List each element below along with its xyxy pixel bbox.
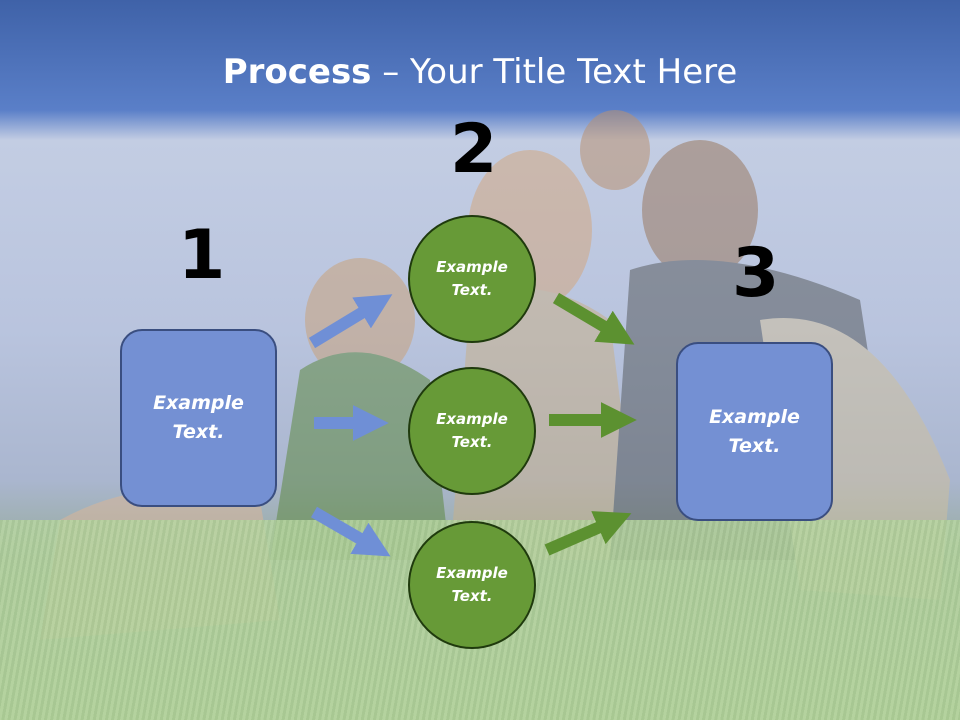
step-2-item-1-label: Example Text. xyxy=(436,258,508,299)
step-1-box: Example Text. xyxy=(120,329,277,507)
step-2-circle-top: Example Text. xyxy=(408,215,536,343)
step-2-number: 2 xyxy=(450,110,498,189)
step-1-number: 1 xyxy=(178,216,226,295)
green-arrow-up xyxy=(552,292,635,345)
step-3-label: Example Text. xyxy=(709,405,800,457)
blue-arrow-down xyxy=(310,506,391,557)
step-3-number: 3 xyxy=(732,234,780,313)
green-arrow-down xyxy=(544,511,632,556)
slide-title: Process – Your Title Text Here xyxy=(0,52,960,92)
step-2-circle-middle: Example Text. xyxy=(408,367,536,495)
step-2-item-3-label: Example Text. xyxy=(436,564,508,605)
step-1-label: Example Text. xyxy=(153,392,244,443)
title-rest: – Your Title Text Here xyxy=(371,52,738,92)
step-3-box: Example Text. xyxy=(676,342,833,521)
step-2-item-2-label: Example Text. xyxy=(436,410,508,451)
step-2-circle-bottom: Example Text. xyxy=(408,521,536,649)
title-bold: Process xyxy=(222,52,372,92)
blue-arrow-up xyxy=(308,294,393,349)
